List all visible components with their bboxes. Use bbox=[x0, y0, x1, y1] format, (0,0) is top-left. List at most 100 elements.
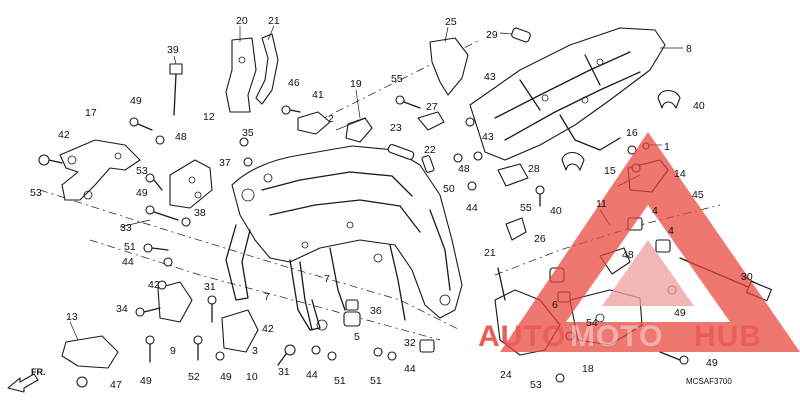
bolt-53-left bbox=[38, 154, 63, 166]
pin-23 bbox=[387, 144, 415, 160]
callout: 53 bbox=[30, 187, 42, 199]
bolt-49-bottom bbox=[659, 351, 689, 365]
callout: 43 bbox=[482, 131, 494, 143]
callout: 29 bbox=[486, 29, 498, 41]
collar-40 bbox=[561, 89, 681, 171]
callout: 40 bbox=[693, 100, 705, 112]
callout: 16 bbox=[626, 127, 638, 139]
callout: 44 bbox=[122, 256, 134, 268]
callout: 6 bbox=[552, 299, 558, 311]
callout: 8 bbox=[686, 43, 692, 55]
nut-44 bbox=[163, 257, 173, 267]
bolt-52 bbox=[193, 335, 203, 361]
callout: 7 bbox=[264, 291, 270, 303]
clamp-29 bbox=[511, 27, 531, 43]
callout: 22 bbox=[424, 144, 436, 156]
callout: 49 bbox=[130, 95, 142, 107]
bracket-12 bbox=[169, 159, 213, 209]
watermark-text-hub: HUB bbox=[694, 320, 762, 353]
callout: 42 bbox=[58, 129, 70, 141]
callout: 42 bbox=[148, 279, 160, 291]
callout: 5 bbox=[354, 331, 360, 343]
bracket-3 bbox=[221, 309, 259, 353]
callout: 49 bbox=[136, 187, 148, 199]
bolt-33 bbox=[145, 205, 179, 221]
watermark-text-moto: MOTO bbox=[570, 320, 663, 353]
callout: 50 bbox=[443, 183, 455, 195]
washer-38 bbox=[181, 217, 191, 227]
bolt-50 bbox=[453, 153, 463, 163]
bolt-49-mid bbox=[145, 335, 155, 363]
bolt-51-low bbox=[327, 351, 337, 361]
callout: 30 bbox=[741, 271, 753, 283]
callout: 25 bbox=[445, 16, 457, 28]
bracket-28 bbox=[497, 163, 529, 187]
stay-21-b bbox=[505, 217, 527, 241]
bolt-37 bbox=[243, 157, 253, 167]
bolt-51 bbox=[143, 243, 169, 253]
callout: 48 bbox=[175, 131, 187, 143]
callout: 43 bbox=[484, 71, 496, 83]
bolt-55-top bbox=[395, 95, 421, 109]
callout: 7 bbox=[324, 273, 330, 285]
bolt-46 bbox=[281, 105, 301, 115]
callout: 13 bbox=[66, 311, 78, 323]
bolt-42-mid bbox=[157, 280, 167, 290]
bolt-31-low bbox=[277, 344, 296, 366]
callout: 35 bbox=[242, 127, 254, 139]
callout: 3 bbox=[252, 345, 258, 357]
callout: 1 bbox=[664, 141, 670, 153]
seat-rail bbox=[469, 27, 666, 161]
callout: 18 bbox=[582, 363, 594, 375]
bolt-49-top bbox=[129, 117, 153, 131]
callout: 4 bbox=[652, 205, 658, 217]
callout: 51 bbox=[370, 375, 382, 387]
callout: 31 bbox=[278, 366, 290, 378]
collar-36 bbox=[343, 311, 361, 327]
callout: 54 bbox=[586, 317, 598, 329]
callout: 49 bbox=[674, 307, 686, 319]
callout: 21 bbox=[484, 247, 496, 259]
callout: 17 bbox=[85, 107, 97, 119]
bolt-51-low2 bbox=[373, 347, 383, 357]
plate-13 bbox=[61, 335, 119, 369]
bolt-49-low bbox=[215, 351, 225, 361]
main-frame bbox=[225, 145, 463, 331]
bolt-31 bbox=[207, 295, 217, 323]
callout: 46 bbox=[288, 77, 300, 89]
callout: 48 bbox=[622, 249, 634, 261]
callout: 10 bbox=[246, 371, 258, 383]
front-direction-arrow: FR. bbox=[7, 367, 46, 393]
callout: 2 bbox=[328, 113, 334, 125]
callout: 45 bbox=[692, 189, 704, 201]
watermark-logo: AUTO MOTO HUB bbox=[478, 132, 800, 353]
callout: 20 bbox=[236, 15, 248, 27]
bolt-48 bbox=[155, 135, 165, 145]
callout: 23 bbox=[390, 122, 402, 134]
callout: 26 bbox=[534, 233, 546, 245]
bolt-43 bbox=[465, 117, 475, 127]
washer-44 bbox=[467, 181, 477, 191]
callout: 24 bbox=[500, 369, 512, 381]
bolt-39 bbox=[169, 63, 183, 116]
callout: 51 bbox=[124, 241, 136, 253]
collar-5 bbox=[345, 299, 359, 311]
front-direction-label: FR. bbox=[31, 367, 46, 377]
bracket-41 bbox=[297, 111, 331, 135]
callout: 38 bbox=[194, 207, 206, 219]
bracket-20 bbox=[225, 37, 257, 113]
stay-27 bbox=[417, 111, 445, 131]
callout: 37 bbox=[219, 157, 231, 169]
callout: 55 bbox=[391, 73, 403, 85]
bolt-53-bottom bbox=[555, 373, 565, 383]
callout: 19 bbox=[350, 78, 362, 90]
callout: 28 bbox=[528, 163, 540, 175]
bracket-25 bbox=[429, 37, 469, 96]
callout: 51 bbox=[334, 375, 346, 387]
callout: 32 bbox=[404, 337, 416, 349]
collar-32 bbox=[419, 339, 435, 353]
collar-4b bbox=[655, 239, 671, 253]
bolt-34 bbox=[135, 307, 161, 317]
